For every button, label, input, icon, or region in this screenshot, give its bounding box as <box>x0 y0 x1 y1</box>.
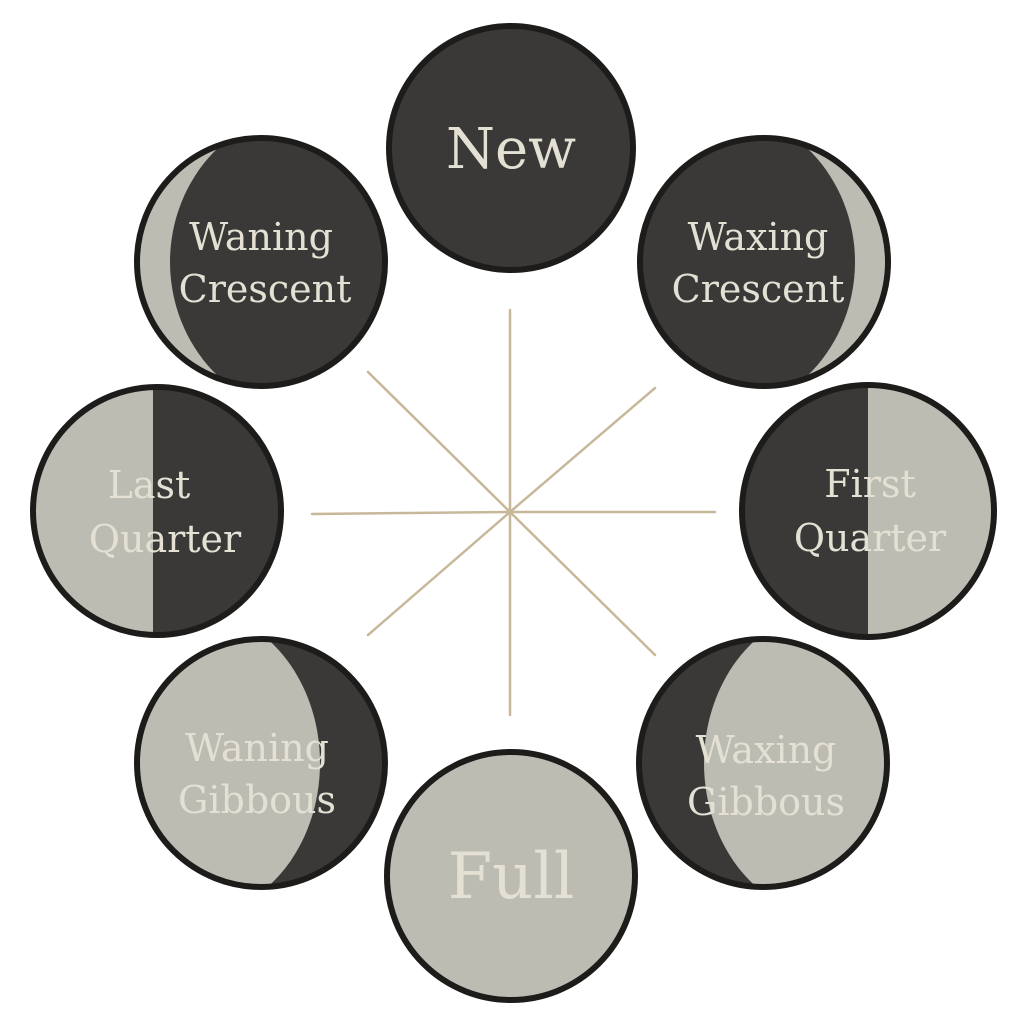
center-ray <box>310 510 512 516</box>
phase-label-line: Waning <box>185 726 329 770</box>
moon-outline <box>134 636 388 890</box>
moon-outline <box>739 382 997 640</box>
moon-outline <box>386 23 636 273</box>
center-rays <box>310 308 717 717</box>
moon-disc <box>33 387 281 635</box>
phase-label-line: Quarter <box>89 517 242 561</box>
moon-outline <box>636 636 890 890</box>
center-ray <box>508 510 657 657</box>
moon-disc <box>639 639 887 887</box>
moon-outline <box>134 135 388 389</box>
phase-label-line: Crescent <box>672 267 845 311</box>
moon-disc <box>137 639 385 887</box>
phase-label-line: Gibbous <box>178 778 336 822</box>
phase-label: Full <box>448 840 575 914</box>
center-ray <box>508 386 657 514</box>
moon-outline <box>30 384 284 638</box>
phase-label-line: Gibbous <box>687 780 845 824</box>
phase-label-line: New <box>446 117 576 182</box>
phase-label-line: Waxing <box>688 215 829 259</box>
phase-label-line: Waning <box>189 215 333 259</box>
phase-label-line: First <box>824 462 915 506</box>
center-ray <box>366 510 512 637</box>
phase-label-line: Last <box>108 463 191 507</box>
phase-label-line: Crescent <box>179 267 352 311</box>
moon-full: Full <box>384 749 638 1003</box>
moon-disc <box>137 138 385 386</box>
moon-outline <box>384 749 638 1003</box>
phase-label-line: Waxing <box>696 728 837 772</box>
moon-new: New <box>386 23 636 273</box>
phase-label-line: Full <box>448 840 575 914</box>
moon-disc <box>389 26 633 270</box>
phase-label-line: Quarter <box>794 516 947 560</box>
moon-disc <box>387 752 635 1000</box>
center-ray <box>366 370 512 514</box>
phase-label: New <box>446 117 576 182</box>
moon-disc <box>640 138 888 386</box>
moon-outline <box>637 135 891 389</box>
